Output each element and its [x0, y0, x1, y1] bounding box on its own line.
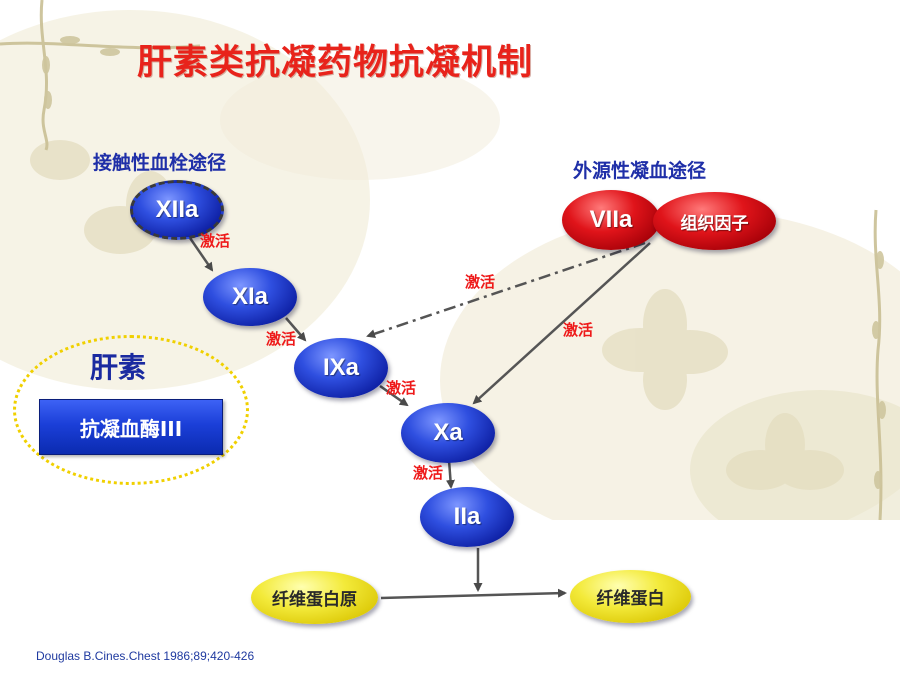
arrow-xa-to-iia	[445, 459, 455, 489]
heparin-dotted-outline	[13, 335, 249, 485]
node-ixa: IXa	[294, 338, 388, 398]
extrinsic-pathway-label: 外源性凝血途径	[573, 160, 707, 182]
citation: Douglas B.Cines.Chest 1986;89;420-426	[36, 649, 255, 663]
node-xia: XIa	[203, 268, 297, 326]
edge-label-xa-iia: 激活	[413, 464, 444, 482]
node-viia: VIIa	[562, 190, 660, 250]
arrow-xia-to-ixa	[285, 317, 307, 342]
slide-title: 肝素类抗凝药物抗凝机制	[137, 43, 534, 83]
node-fibrin: 纤维蛋白	[570, 570, 691, 623]
heparin-title: 肝素	[90, 351, 147, 384]
edge-label-xia-ixa: 激活	[266, 330, 297, 348]
edge-label-tf-xa: 激活	[563, 321, 594, 339]
node-xiia: XIIa	[130, 180, 224, 240]
antithrombin-box: 抗凝血酶III	[39, 399, 223, 455]
edge-label-tf-ixa: 激活	[465, 273, 496, 291]
node-tissue-factor: 组织因子	[653, 192, 776, 250]
node-iia: IIa	[420, 487, 514, 547]
node-xa: Xa	[401, 403, 495, 463]
arrow-fibrinogen-to-fibrin	[380, 588, 567, 600]
arrow-xiia-to-xia	[188, 237, 214, 272]
node-fibrinogen: 纤维蛋白原	[251, 571, 378, 624]
edge-label-ixa-xa: 激活	[386, 379, 417, 397]
edge-label-xiia-xia: 激活	[200, 232, 231, 250]
arrow-tf-to-xa	[472, 242, 651, 405]
arrow-tf-to-ixa	[366, 241, 646, 339]
arrow-ixa-to-xa	[379, 384, 409, 407]
intrinsic-pathway-label: 接触性血栓途径	[93, 152, 227, 174]
